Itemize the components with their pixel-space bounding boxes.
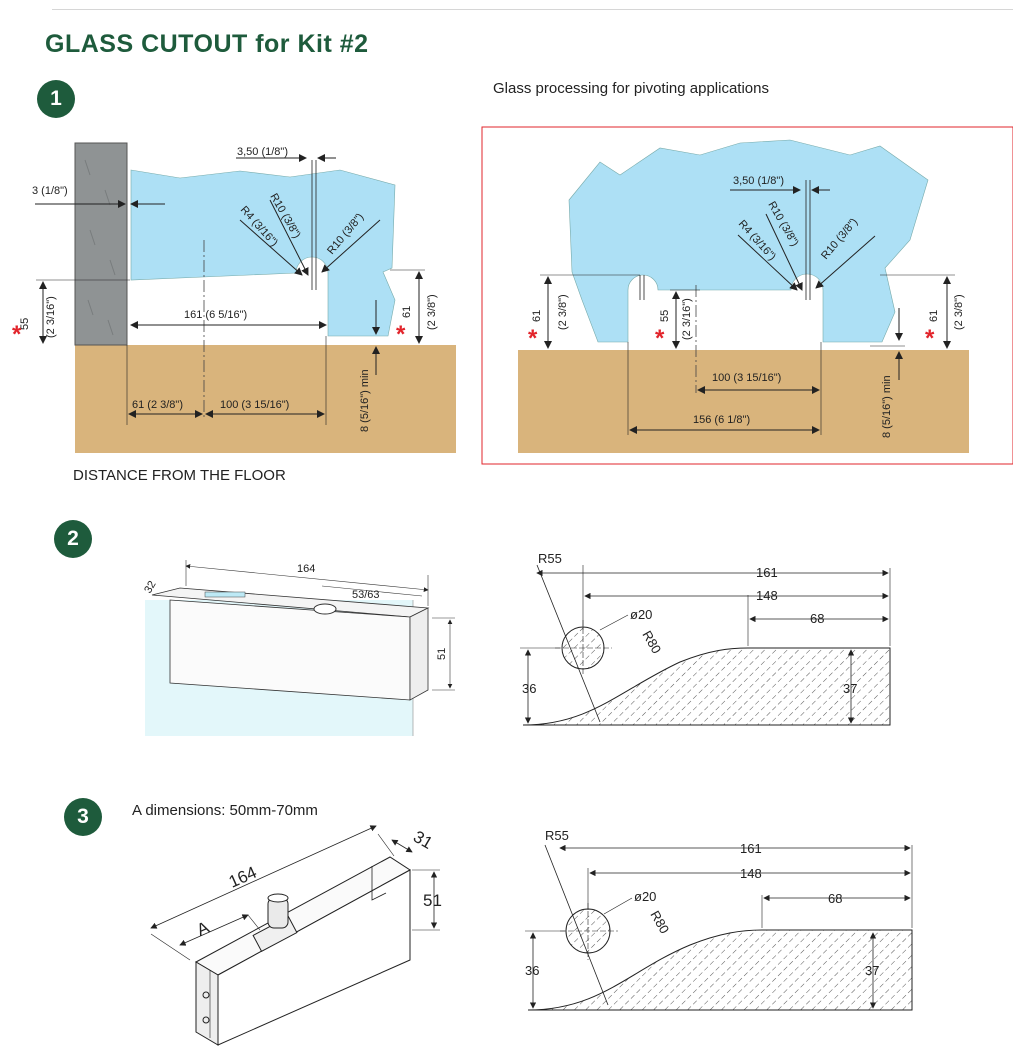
p3-l68: 68: [828, 891, 842, 906]
profile-body-3: [527, 929, 913, 1011]
a-dimensions-note: A dimensions: 50mm-70mm: [132, 802, 318, 819]
top-divider: [52, 9, 1013, 10]
glass-panel-right: [568, 139, 929, 343]
r-h61r-in-label: (2 3/8"): [953, 294, 965, 330]
fit2-len: 164: [297, 563, 315, 575]
star-left-b: *: [396, 321, 406, 348]
p3-l161: 161: [740, 841, 762, 856]
h55-label: 55: [19, 318, 31, 330]
p2-l148: 148: [756, 588, 778, 603]
w161-label: 161 (6 5/16"): [184, 309, 247, 321]
caption-floor: DISTANCE FROM THE FLOOR: [73, 467, 286, 484]
r-h55-label: 55: [659, 310, 671, 322]
p3-h37: 37: [865, 963, 879, 978]
r-w156-label: 156 (6 1/8"): [693, 414, 750, 426]
fit2-depth: 32: [142, 579, 159, 596]
w100-label: 100 (3 15/16"): [220, 399, 289, 411]
h55-in-label: (2 3/16"): [45, 296, 57, 338]
p3-h36: 36: [525, 963, 539, 978]
fit3-height: 51: [423, 891, 442, 910]
wall: [74, 142, 128, 346]
fit2-offset: 53/63: [352, 589, 380, 601]
p3-d20: ø20: [634, 889, 656, 904]
page-title: GLASS CUTOUT for Kit #2: [45, 30, 369, 58]
r-h61l-label: 61: [531, 310, 543, 322]
star-left-a: *: [12, 321, 22, 348]
step-badge-1: 1: [37, 80, 75, 118]
p2-h36: 36: [522, 681, 536, 696]
r-h61r-label: 61: [928, 310, 940, 322]
fit2-height: 51: [436, 648, 448, 660]
step-badge-3: 3: [64, 798, 102, 836]
glass-panel-left: [130, 169, 396, 337]
r-dim-slot-label: 3,50 (1/8"): [733, 175, 784, 187]
r-h55-in-label: (2 3/16"): [681, 298, 693, 340]
profile-body-2: [522, 647, 891, 726]
w61-label: 61 (2 3/8"): [132, 399, 183, 411]
h61-in-label: (2 3/8"): [426, 294, 438, 330]
step-badge-2: 2: [54, 520, 92, 558]
p3-l148: 148: [740, 866, 762, 881]
p3-r80: R80: [647, 908, 672, 936]
floor-gap-label: 8 (5/16") min: [359, 369, 371, 432]
floor-left: [75, 345, 456, 453]
p2-d20: ø20: [630, 607, 652, 622]
r-h61l-in-label: (2 3/8"): [557, 294, 569, 330]
p2-r55: R55: [538, 551, 562, 566]
pivot-frame: [481, 126, 1013, 465]
r-star-c: *: [925, 325, 935, 352]
r-star-a: *: [528, 325, 538, 352]
dim-slot-label: 3,50 (1/8"): [237, 146, 288, 158]
p2-l161: 161: [756, 565, 778, 580]
r-star-b: *: [655, 325, 665, 352]
r-w100-label: 100 (3 15/16"): [712, 372, 781, 384]
h61-label: 61: [401, 306, 413, 318]
p2-h37: 37: [843, 681, 857, 696]
p3-r55: R55: [545, 828, 569, 843]
dim-gap-label: 3 (1/8"): [32, 185, 68, 197]
r-floor-gap-label: 8 (5/16") min: [881, 375, 893, 438]
floor-right: [518, 350, 969, 453]
caption-pivot: Glass processing for pivoting applicatio…: [493, 80, 769, 97]
p2-l68: 68: [810, 611, 824, 626]
